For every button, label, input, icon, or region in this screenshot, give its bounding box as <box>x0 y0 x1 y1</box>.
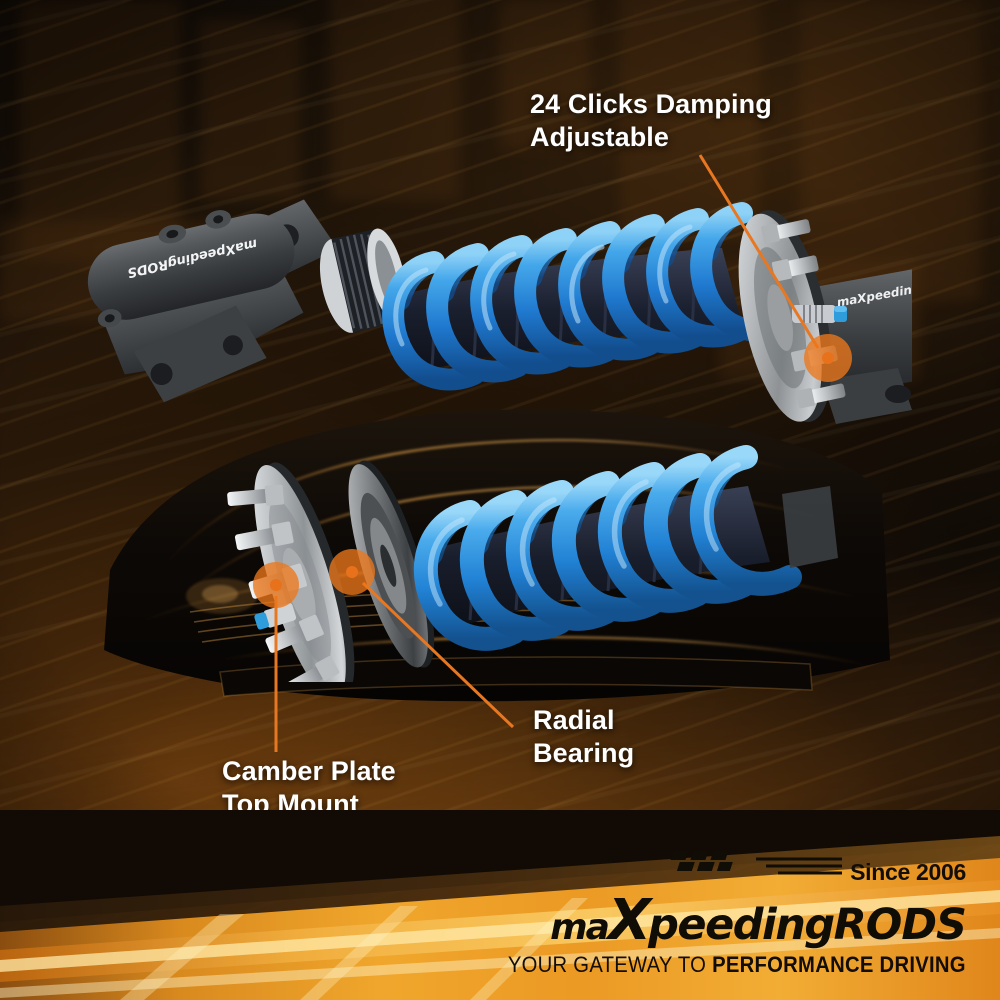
brand-rods: RODS <box>833 900 967 951</box>
marker-damping[interactable] <box>804 334 852 382</box>
brand-peeding: peeding <box>648 900 835 951</box>
marker-core-radial-bearing <box>346 566 358 578</box>
marker-radial-bearing[interactable] <box>329 549 375 595</box>
leader-line-radial-bearing <box>361 581 515 729</box>
since-label: Since 2006 <box>850 859 966 886</box>
checkered-flag-icon <box>670 851 733 872</box>
brand-band-background <box>0 810 1000 1000</box>
leader-line-damping <box>698 154 820 349</box>
marker-core-camber-plate <box>270 579 282 591</box>
callout-radial-bearing: Radial Bearing <box>533 705 635 768</box>
brand-tagline: YOUR GATEWAY TO PERFORMANCE DRIVING <box>508 952 966 978</box>
brand-ma: ma <box>550 907 610 949</box>
brand-wordmark: maXpeedingRODS <box>550 893 967 951</box>
brand-band: Since 2006 maXpeedingRODS YOUR GATEWAY T… <box>0 810 1000 1000</box>
speed-lines-icon <box>756 857 843 875</box>
marker-camber-plate[interactable] <box>253 562 299 608</box>
brand-logo: Since 2006 maXpeedingRODS YOUR GATEWAY T… <box>468 849 967 978</box>
marker-core-damping <box>822 352 834 364</box>
callout-damping: 24 Clicks Damping Adjustable <box>530 89 772 152</box>
tagline-bold: PERFORMANCE DRIVING <box>712 952 966 977</box>
brand-x: X <box>607 888 651 954</box>
tagline-light: YOUR GATEWAY TO <box>507 952 713 977</box>
brand-logo-top-row: Since 2006 <box>640 849 966 895</box>
